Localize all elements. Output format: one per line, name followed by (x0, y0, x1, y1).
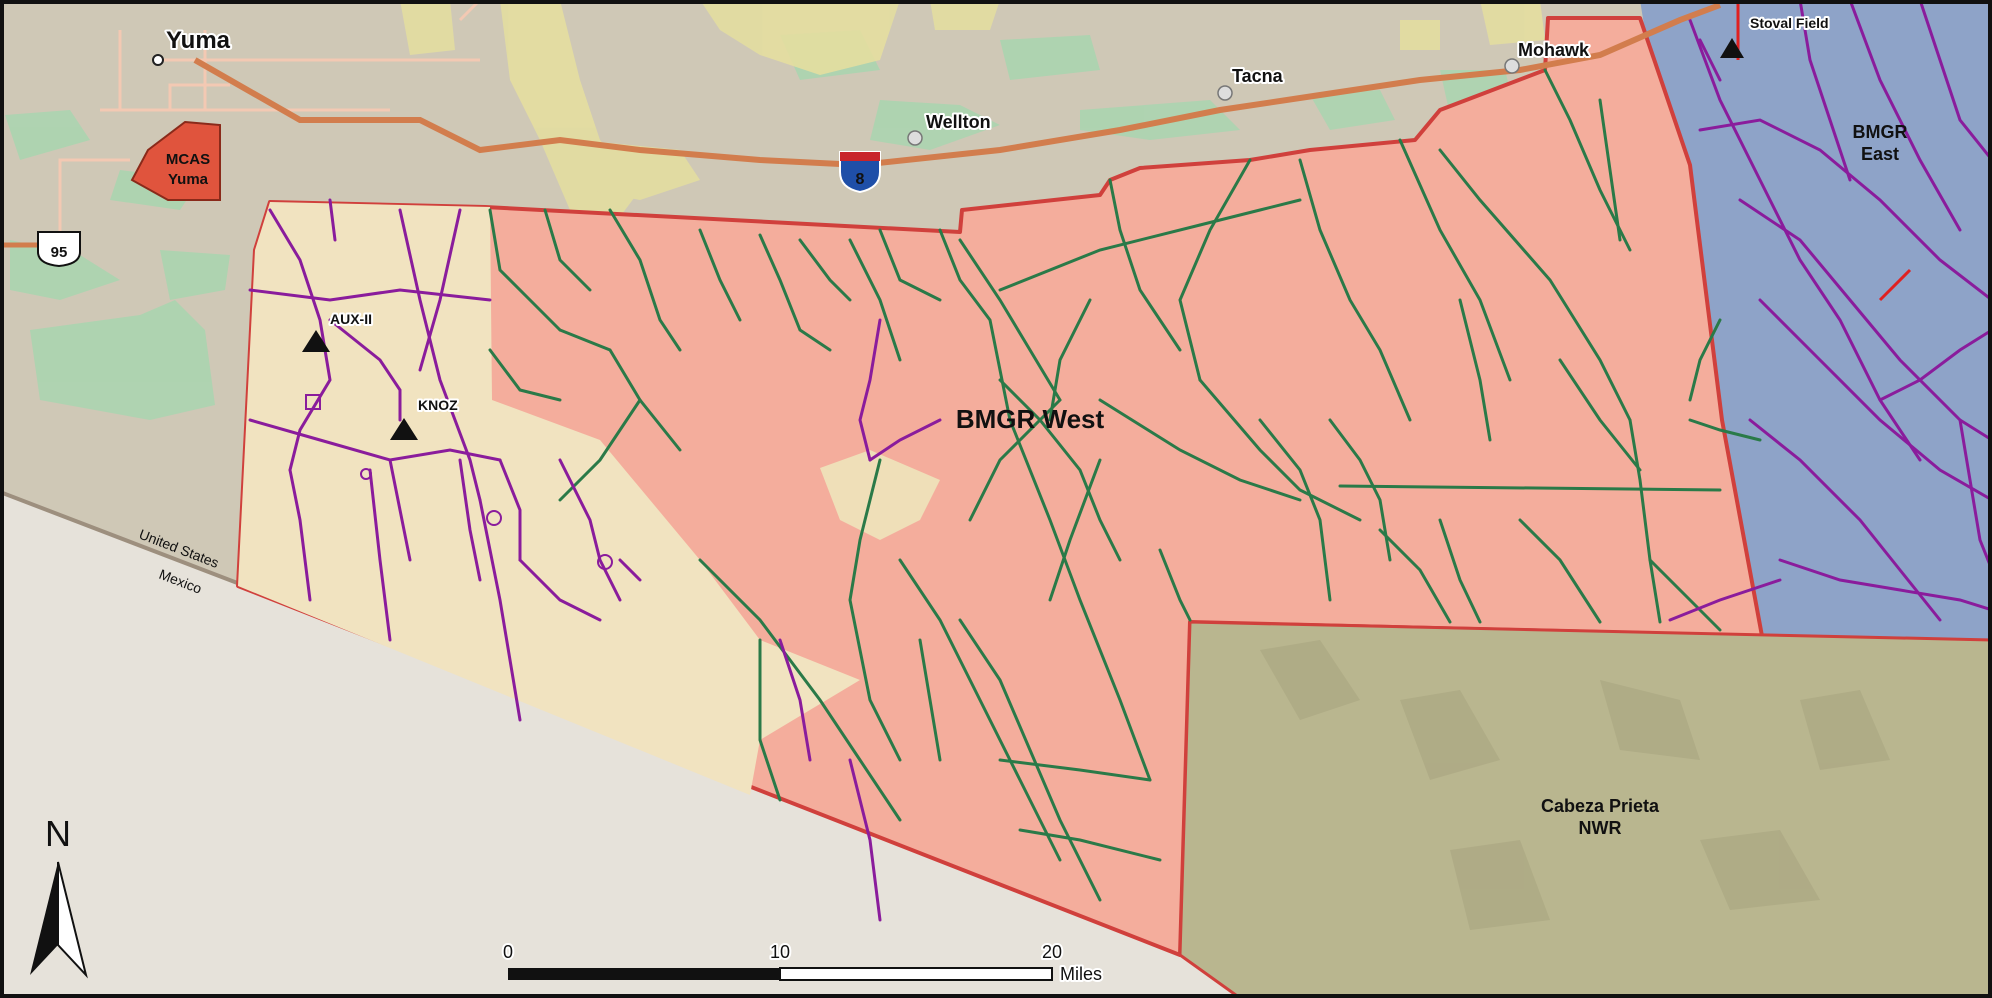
aux2-label: AUX-II (330, 311, 372, 327)
us-95-shield-icon: 95 (37, 231, 81, 268)
scale-unit-label: Miles (1060, 964, 1102, 984)
bmgr-east-label-line1: BMGR (1853, 122, 1908, 142)
interstate-8-number: 8 (856, 171, 865, 188)
tacna-marker (1217, 85, 1233, 101)
yellow-parcels (400, 0, 1545, 230)
cabeza-label-line1: Cabeza Prieta (1541, 796, 1660, 816)
purple-circle-icon-1 (486, 510, 502, 526)
knoz-triangle-icon (390, 418, 418, 440)
north-arrow-icon: N (30, 813, 88, 979)
bmgr-east-area (1640, 0, 1992, 640)
military-west-area (238, 202, 860, 795)
terrain-shading (1260, 640, 1890, 930)
stoval-label: Stoval Field (1750, 15, 1829, 31)
bmgr-east-label-line2: East (1861, 144, 1899, 164)
bmgr-west-label: BMGR West (956, 404, 1105, 434)
wellton-label: Wellton (926, 112, 991, 132)
mohawk-marker (1504, 58, 1520, 74)
aux2-triangle-icon (302, 330, 330, 352)
border-line-west (0, 490, 241, 586)
cabeza-label-line2: NWR (1579, 818, 1622, 838)
cabeza-prieta-area (1178, 620, 1992, 998)
small-light-parcel (820, 450, 940, 540)
mexico-area (0, 492, 1240, 998)
green-roads (488, 68, 1762, 902)
scale-tick-0: 0 (503, 942, 513, 962)
mohawk-label: Mohawk (1518, 40, 1590, 60)
knoz-label: KNOZ (418, 397, 458, 413)
place-markers (152, 54, 1520, 146)
purple-circle-icon-2 (597, 554, 613, 570)
tacna-label: Tacna (1232, 66, 1284, 86)
scale-tick-10: 10 (770, 942, 790, 962)
scale-bar-white (779, 967, 1053, 981)
yuma-marker (152, 54, 164, 66)
interstate-8-shield-icon: 8 (839, 151, 881, 194)
scale-bar: 0 10 20 Miles (501, 940, 1104, 986)
scale-tick-20: 20 (1042, 942, 1062, 962)
north-arrow-letter: N (45, 813, 71, 854)
purple-circle-icon-3 (360, 468, 372, 480)
mcas-yuma-area (130, 120, 221, 201)
mcas-label-line1: MCAS (166, 151, 210, 168)
mcas-label-line2: Yuma (168, 171, 209, 188)
scale-bar-black (508, 968, 780, 980)
wellton-marker (907, 130, 923, 146)
interstate-8-highway (193, 2, 1722, 169)
us-95-number: 95 (51, 244, 68, 261)
purple-roads (248, 0, 1992, 922)
stoval-triangle-icon (1720, 38, 1744, 58)
yuma-label: Yuma (166, 27, 231, 54)
aux2-square-icon (305, 394, 321, 410)
triangle-markers (302, 38, 1744, 440)
